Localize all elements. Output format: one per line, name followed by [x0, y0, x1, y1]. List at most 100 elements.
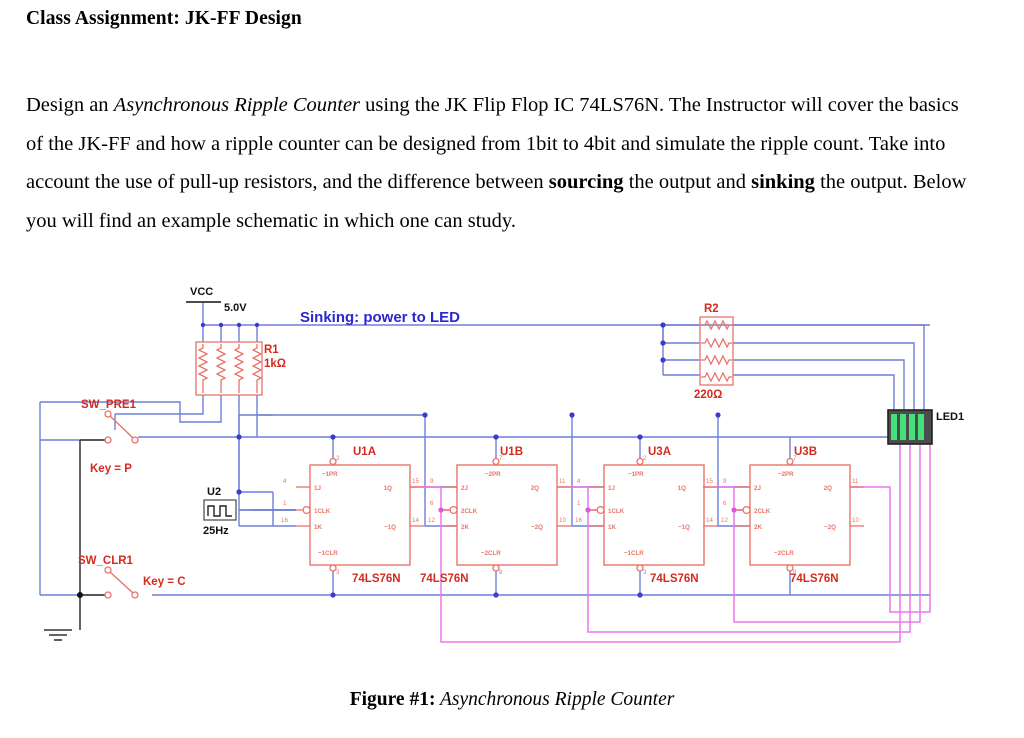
clock-source-ref: U2	[207, 486, 221, 498]
ic-u1a-pin-q-num: 15	[412, 478, 419, 485]
ic-u3b-pin-clr-num: 8	[793, 569, 797, 576]
resistor-r2-value: 220Ω	[694, 389, 722, 401]
paragraph-emphasis-counter: Asynchronous Ripple Counter	[113, 94, 361, 116]
ic-u1b-pin-q-label: 2Q	[531, 485, 539, 492]
page-title: Class Assignment: JK-FF Design	[26, 8, 302, 29]
ic-u3a-pin-k-label: 1K	[608, 524, 616, 531]
resistor-r2-ref: R2	[704, 303, 719, 315]
paragraph-segment-4: the output. Below you will find an examp…	[26, 171, 967, 232]
clock-source-u2	[203, 499, 237, 521]
ic-u3b-pin-q-label: 2Q	[824, 485, 832, 492]
ic-u3a-pin-pr-num: 2	[643, 455, 647, 462]
ic-u3b-pin-clk-num: 6	[723, 500, 727, 507]
ic-u1a-pin-pr-label: ~1PR	[322, 471, 338, 478]
resistor-pack-r1	[195, 341, 263, 396]
ground-junction-dot	[77, 592, 83, 598]
ic-u3a-pin-k-num: 16	[575, 517, 582, 524]
magenta-wire-net	[410, 417, 931, 643]
ic-u1b-pin-k-label: 2K	[461, 524, 469, 531]
ic-u3b-ref: U3B	[794, 446, 817, 458]
ic-u1b-pin-q-num: 11	[559, 478, 566, 485]
ic-u1a-pin-k-num: 16	[281, 517, 288, 524]
ic-u1a-pin-j-num: 4	[283, 478, 287, 485]
ic-u1b-pin-j-label: 2J	[461, 485, 468, 492]
ground-symbol-icon	[44, 629, 72, 641]
ic-u3b-pin-k-num: 12	[721, 517, 728, 524]
ic-u3a-pin-clk-num: 1	[577, 500, 581, 507]
ic-u3a-pin-pr-label: ~1PR	[628, 471, 644, 478]
switch-sw-clr1-key: Key = C	[143, 576, 186, 588]
ic-u3b-pin-clk-label: 2CLK	[754, 508, 771, 515]
ic-u1a-pin-qn-num: 14	[412, 517, 419, 524]
ic-u1a-pin-j-label: 1J	[314, 485, 321, 492]
led-bargraph-led1	[887, 409, 933, 445]
resistor-r1-ref: R1	[264, 344, 279, 356]
ic-u1a: U1A 74LS76N ~1PR 2 1J 4 1CLK 1 1K 16 1Q …	[281, 446, 424, 585]
ic-u3b-pin-qn-label: ~2Q	[824, 524, 836, 531]
led-ref-label: LED1	[936, 411, 964, 423]
ic-u3b-pin-q-num: 11	[852, 478, 859, 485]
ic-u1a-ref: U1A	[353, 446, 376, 458]
switch-sw-pre1-key: Key = P	[90, 463, 132, 475]
ic-u3a: U3A 74LS76N ~1PR 2 1J 4 1CLK 1 1K 16 1Q …	[575, 446, 718, 585]
ic-u1a-pin-clk-num: 1	[283, 500, 287, 507]
ic-u3a-pin-qn-label: ~1Q	[678, 524, 690, 531]
ic-u3a-pin-j-num: 4	[577, 478, 581, 485]
ic-u1a-pin-k-label: 1K	[314, 524, 322, 531]
ic-u3b-pin-j-label: 2J	[754, 485, 761, 492]
ic-u3a-pin-q-num: 15	[706, 478, 713, 485]
ic-u1a-pin-clk-label: 1CLK	[314, 508, 331, 515]
ic-u1b-pin-clr-label: ~2CLR	[481, 550, 501, 557]
magenta-junction-dots	[438, 507, 737, 513]
switch-sw-clr1[interactable]	[104, 566, 139, 599]
ground-wire	[79, 439, 105, 630]
resistor-pack-r2	[699, 316, 734, 386]
ic-u3b-part: 74LS76N	[790, 573, 839, 585]
ic-u1b-pin-clk-label: 2CLK	[461, 508, 478, 515]
ic-u3b-pin-j-num: 9	[723, 478, 727, 485]
ic-u1a-part: 74LS76N	[352, 573, 401, 585]
ic-u1b-pin-qn-label: ~2Q	[531, 524, 543, 531]
ic-u3a-pin-q-label: 1Q	[678, 485, 686, 492]
ic-u1b-ref: U1B	[500, 446, 523, 458]
ic-u3a-pin-qn-num: 14	[706, 517, 713, 524]
schematic-figure: VCC 5.0V Sinking: power to LED R1 1kΩ	[0, 262, 1024, 682]
ic-u1b: U1B 74LS76N ~2PR 7 2J 9 2CLK 6 2K 12 2Q …	[420, 446, 571, 585]
ic-u1a-pin-qn-label: ~1Q	[384, 524, 396, 531]
paragraph-strong-sinking: sinking	[751, 171, 815, 193]
figure-caption-lead: Figure #1:	[349, 689, 436, 710]
ic-u1b-pin-clk-num: 6	[430, 500, 434, 507]
switch-sw-pre1[interactable]	[104, 410, 139, 444]
ic-u1a-pin-q-label: 1Q	[384, 485, 392, 492]
ic-u1b-pin-qn-num: 10	[559, 517, 566, 524]
paragraph-strong-sourcing: sourcing	[548, 171, 624, 193]
ic-u3a-pin-clr-label: ~1CLR	[624, 550, 644, 557]
vcc-voltage-label: 5.0V	[224, 302, 247, 314]
ic-u1a-pin-clr-label: ~1CLR	[318, 550, 338, 557]
ic-u1b-pin-clr-num: 8	[499, 569, 503, 576]
blue-junction-dots	[200, 322, 721, 598]
clock-source-frequency: 25Hz	[203, 525, 229, 537]
ic-u3b-pin-pr-label: ~2PR	[778, 471, 794, 478]
paragraph-segment-1: Design an	[26, 94, 114, 116]
ic-u3b-pin-clr-label: ~2CLR	[774, 550, 794, 557]
ic-u3a-pin-j-label: 1J	[608, 485, 615, 492]
ic-u1b-pin-k-num: 12	[428, 517, 435, 524]
switch-sw-clr1-ref: SW_CLR1	[78, 555, 134, 567]
figure-caption-body: Asynchronous Ripple Counter	[435, 689, 675, 710]
ic-u3a-part: 74LS76N	[650, 573, 699, 585]
paragraph-segment-2: using the JK Flip Flop IC 74LS76N. The I…	[26, 94, 959, 193]
ic-u1a-pin-clr-num: 3	[336, 569, 340, 576]
square-wave-icon	[207, 505, 232, 517]
ic-u1b-part: 74LS76N	[420, 573, 469, 585]
ic-u3b-pin-qn-num: 10	[852, 517, 859, 524]
assignment-paragraph: Design an Asynchronous Ripple Counter us…	[26, 86, 971, 240]
figure-caption: Figure #1: Asynchronous Ripple Counter	[0, 689, 1024, 711]
ic-u1b-pin-pr-num: 7	[499, 455, 503, 462]
ic-u3a-pin-clr-num: 3	[643, 569, 647, 576]
ic-u3b-pin-pr-num: 7	[793, 455, 797, 462]
paragraph-segment-3: the output and	[623, 171, 752, 193]
sinking-annotation: Sinking: power to LED	[300, 309, 460, 326]
ic-u3a-ref: U3A	[648, 446, 671, 458]
